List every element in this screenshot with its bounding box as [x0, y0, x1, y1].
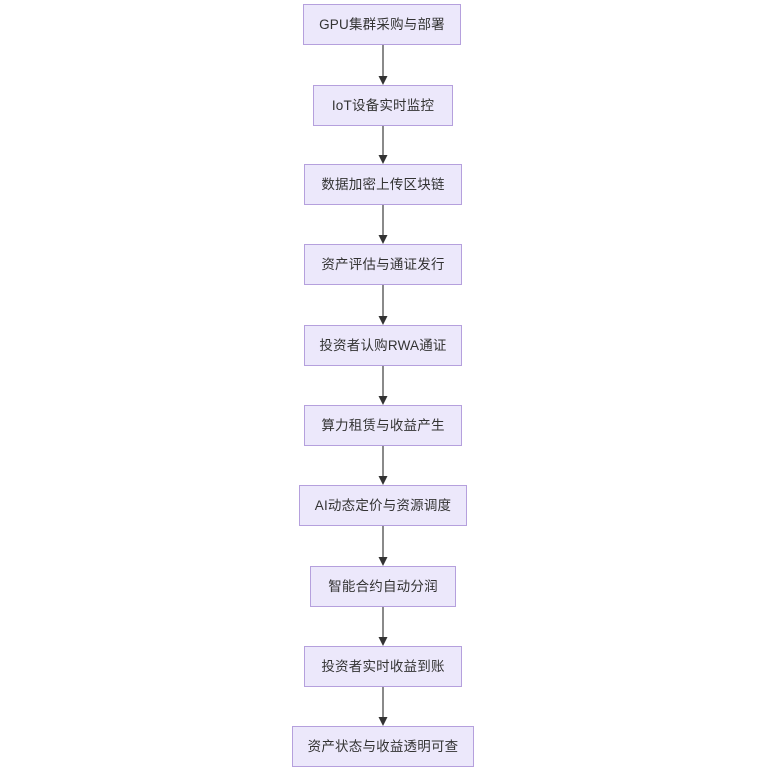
flow-node-n1[interactable]: GPU集群采购与部署	[303, 4, 461, 45]
arrowhead-icon	[378, 76, 388, 85]
flow-node-n3[interactable]: 数据加密上传区块链	[304, 164, 462, 205]
arrowhead-icon	[378, 316, 388, 325]
arrowhead-icon	[378, 637, 388, 646]
flow-node-n10[interactable]: 资产状态与收益透明可查	[292, 726, 474, 767]
arrowhead-icon	[378, 557, 388, 566]
flow-connector-n8-to-n9	[378, 607, 388, 646]
flow-node-label: 智能合约自动分润	[328, 578, 438, 594]
flow-node-n9[interactable]: 投资者实时收益到账	[304, 646, 462, 687]
flow-connector-n5-to-n6	[378, 366, 388, 405]
flow-node-label: 数据加密上传区块链	[321, 176, 445, 192]
flow-connector-n6-to-n7	[378, 446, 388, 485]
flow-node-n8[interactable]: 智能合约自动分润	[310, 566, 456, 607]
flow-connector-n9-to-n10	[378, 687, 388, 726]
flow-node-label: 投资者实时收益到账	[321, 658, 445, 674]
flow-node-label: 资产状态与收益透明可查	[307, 738, 459, 754]
flow-connector-n2-to-n3	[378, 126, 388, 164]
flow-node-n5[interactable]: 投资者认购RWA通证	[304, 325, 462, 366]
flow-connector-n7-to-n8	[378, 526, 388, 566]
flow-node-n4[interactable]: 资产评估与通证发行	[304, 244, 462, 285]
flow-node-label: 资产评估与通证发行	[321, 256, 445, 272]
flow-node-label: 投资者认购RWA通证	[319, 337, 447, 353]
arrowhead-icon	[378, 155, 388, 164]
arrowhead-icon	[378, 396, 388, 405]
flow-connector-n1-to-n2	[378, 45, 388, 85]
arrowhead-icon	[378, 717, 388, 726]
flow-node-label: AI动态定价与资源调度	[314, 497, 452, 513]
flow-node-label: GPU集群采购与部署	[319, 16, 445, 32]
flow-connector-n3-to-n4	[378, 205, 388, 244]
flow-connector-n4-to-n5	[378, 285, 388, 325]
flow-node-label: 算力租赁与收益产生	[321, 417, 445, 433]
flow-node-label: IoT设备实时监控	[331, 97, 435, 113]
flow-node-n7[interactable]: AI动态定价与资源调度	[299, 485, 467, 526]
flow-node-n2[interactable]: IoT设备实时监控	[313, 85, 453, 126]
arrowhead-icon	[378, 235, 388, 244]
flow-node-n6[interactable]: 算力租赁与收益产生	[304, 405, 462, 446]
arrowhead-icon	[378, 476, 388, 485]
